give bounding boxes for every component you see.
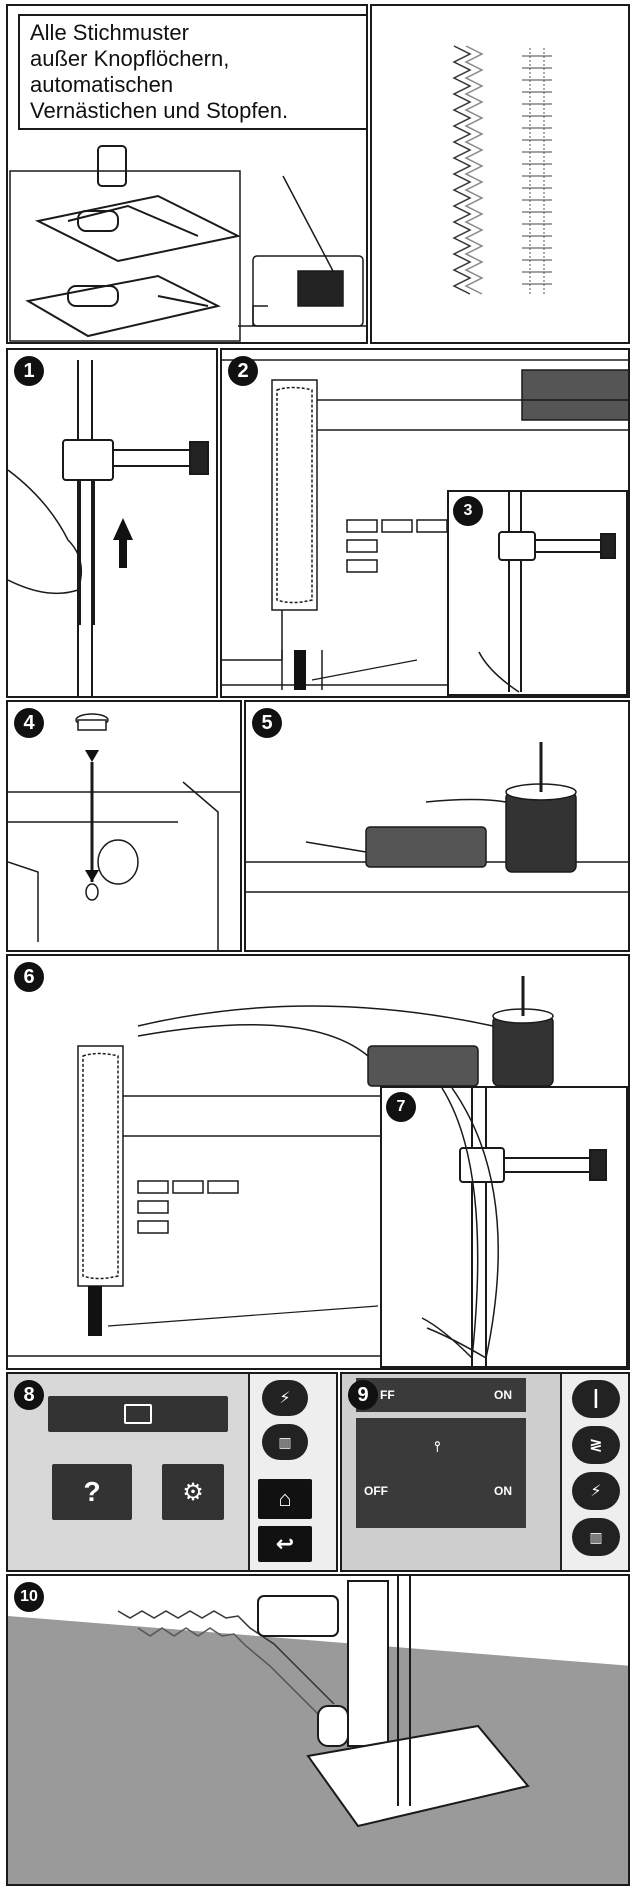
panel-intro: Alle Stichmuster außer Knopflöchern, aut… — [6, 4, 368, 344]
back-button[interactable]: ↩ — [258, 1526, 312, 1562]
gear-icon: ⚙ — [182, 1478, 204, 1507]
buttonhole-stitch-button[interactable]: ▥ — [572, 1518, 620, 1556]
zigzag-stitch-light — [466, 46, 482, 294]
twin-needle-icon: ⫯ — [434, 1438, 440, 1455]
step-2-badge: 2 — [228, 356, 258, 386]
step-5-badge: 5 — [252, 708, 282, 738]
on-label-top[interactable]: ON — [494, 1388, 512, 1402]
step-10-badge: 10 — [14, 1582, 44, 1612]
stitch-icon-button-1[interactable]: ⚡ — [262, 1380, 308, 1416]
screen9-sidebar: ┃ ≷ ⚡ ▥ — [560, 1374, 630, 1572]
screen8-sidebar: ⚡ ▥ ⌂ ↩ — [248, 1374, 338, 1572]
panel-step-7: 7 — [380, 1086, 628, 1368]
folder-button[interactable] — [48, 1396, 228, 1432]
settings-button[interactable]: ⚙ — [162, 1464, 224, 1520]
step-3-badge: 3 — [453, 496, 483, 526]
off-label-top[interactable]: FF — [380, 1388, 395, 1402]
panel-step-2: 2 3 — [220, 348, 630, 698]
spool-pin-insert-illustration — [8, 702, 242, 952]
panel-step-10: 10 — [6, 1574, 630, 1886]
second-spool-illustration — [246, 702, 630, 952]
folder-icon — [124, 1404, 152, 1424]
straight-stitch-button[interactable]: ┃ — [572, 1380, 620, 1418]
straight-stitch-icon: ┃ — [591, 1389, 601, 1409]
home-button[interactable]: ⌂ — [258, 1479, 312, 1519]
help-label: ? — [83, 1476, 100, 1508]
panel-step-1: 1 — [6, 348, 218, 698]
home-icon: ⌂ — [278, 1486, 291, 1512]
step-8-badge: 8 — [14, 1380, 44, 1410]
panel-stitch-samples — [370, 4, 630, 344]
step-4-badge: 4 — [14, 708, 44, 738]
caption-box: Alle Stichmuster außer Knopflöchern, aut… — [18, 14, 368, 130]
panel-step-9: 9 FF ON ⫯ OFF ON ┃ ≷ ⚡ ▥ — [340, 1372, 630, 1572]
panel-step-6: 6 7 — [6, 954, 630, 1370]
twin-needle-insert-illustration — [8, 350, 218, 698]
stitch-icon-button-2[interactable]: ▥ — [262, 1424, 308, 1460]
zigzag-icon: ≷ — [589, 1435, 602, 1455]
panel-step-8: 8 ? ⚙ ⚡ ▥ ⌂ ↩ — [6, 1372, 338, 1572]
twin-needle-panel — [356, 1418, 526, 1528]
help-button[interactable]: ? — [52, 1464, 132, 1520]
twin-needle-sewing-illustration — [8, 1576, 630, 1886]
buttonhole-icon: ▥ — [278, 1434, 291, 1451]
step-1-badge: 1 — [14, 356, 44, 386]
off-label[interactable]: OFF — [364, 1484, 388, 1498]
panel-step-5: 5 — [244, 700, 630, 952]
caption-line-3: automatischen — [30, 72, 368, 98]
two-threads-needle-illustration — [382, 1088, 628, 1368]
zigzag-stitch-button[interactable]: ≷ — [572, 1426, 620, 1464]
step-6-badge: 6 — [14, 962, 44, 992]
lightning-stitch-icon: ⚡ — [590, 1481, 601, 1501]
lightning-stitch-button[interactable]: ⚡ — [572, 1472, 620, 1510]
lightning-stitch-icon: ⚡ — [279, 1388, 290, 1408]
caption-line-1: Alle Stichmuster — [30, 20, 368, 46]
zigzag-stitch-dark — [454, 46, 470, 294]
caption-line-2: außer Knopflöchern, — [30, 46, 368, 72]
back-arrow-icon: ↩ — [276, 1531, 294, 1557]
buttonhole-icon: ▥ — [589, 1529, 602, 1546]
panel-step-3: 3 — [447, 490, 628, 696]
step-9-badge: 9 — [348, 1380, 378, 1410]
caption-line-4: Vernästichen und Stopfen. — [30, 98, 368, 124]
panel-step-4: 4 — [6, 700, 242, 952]
on-label[interactable]: ON — [494, 1484, 512, 1498]
step-7-badge: 7 — [386, 1092, 416, 1122]
stitch-sample-illustration — [372, 6, 630, 344]
